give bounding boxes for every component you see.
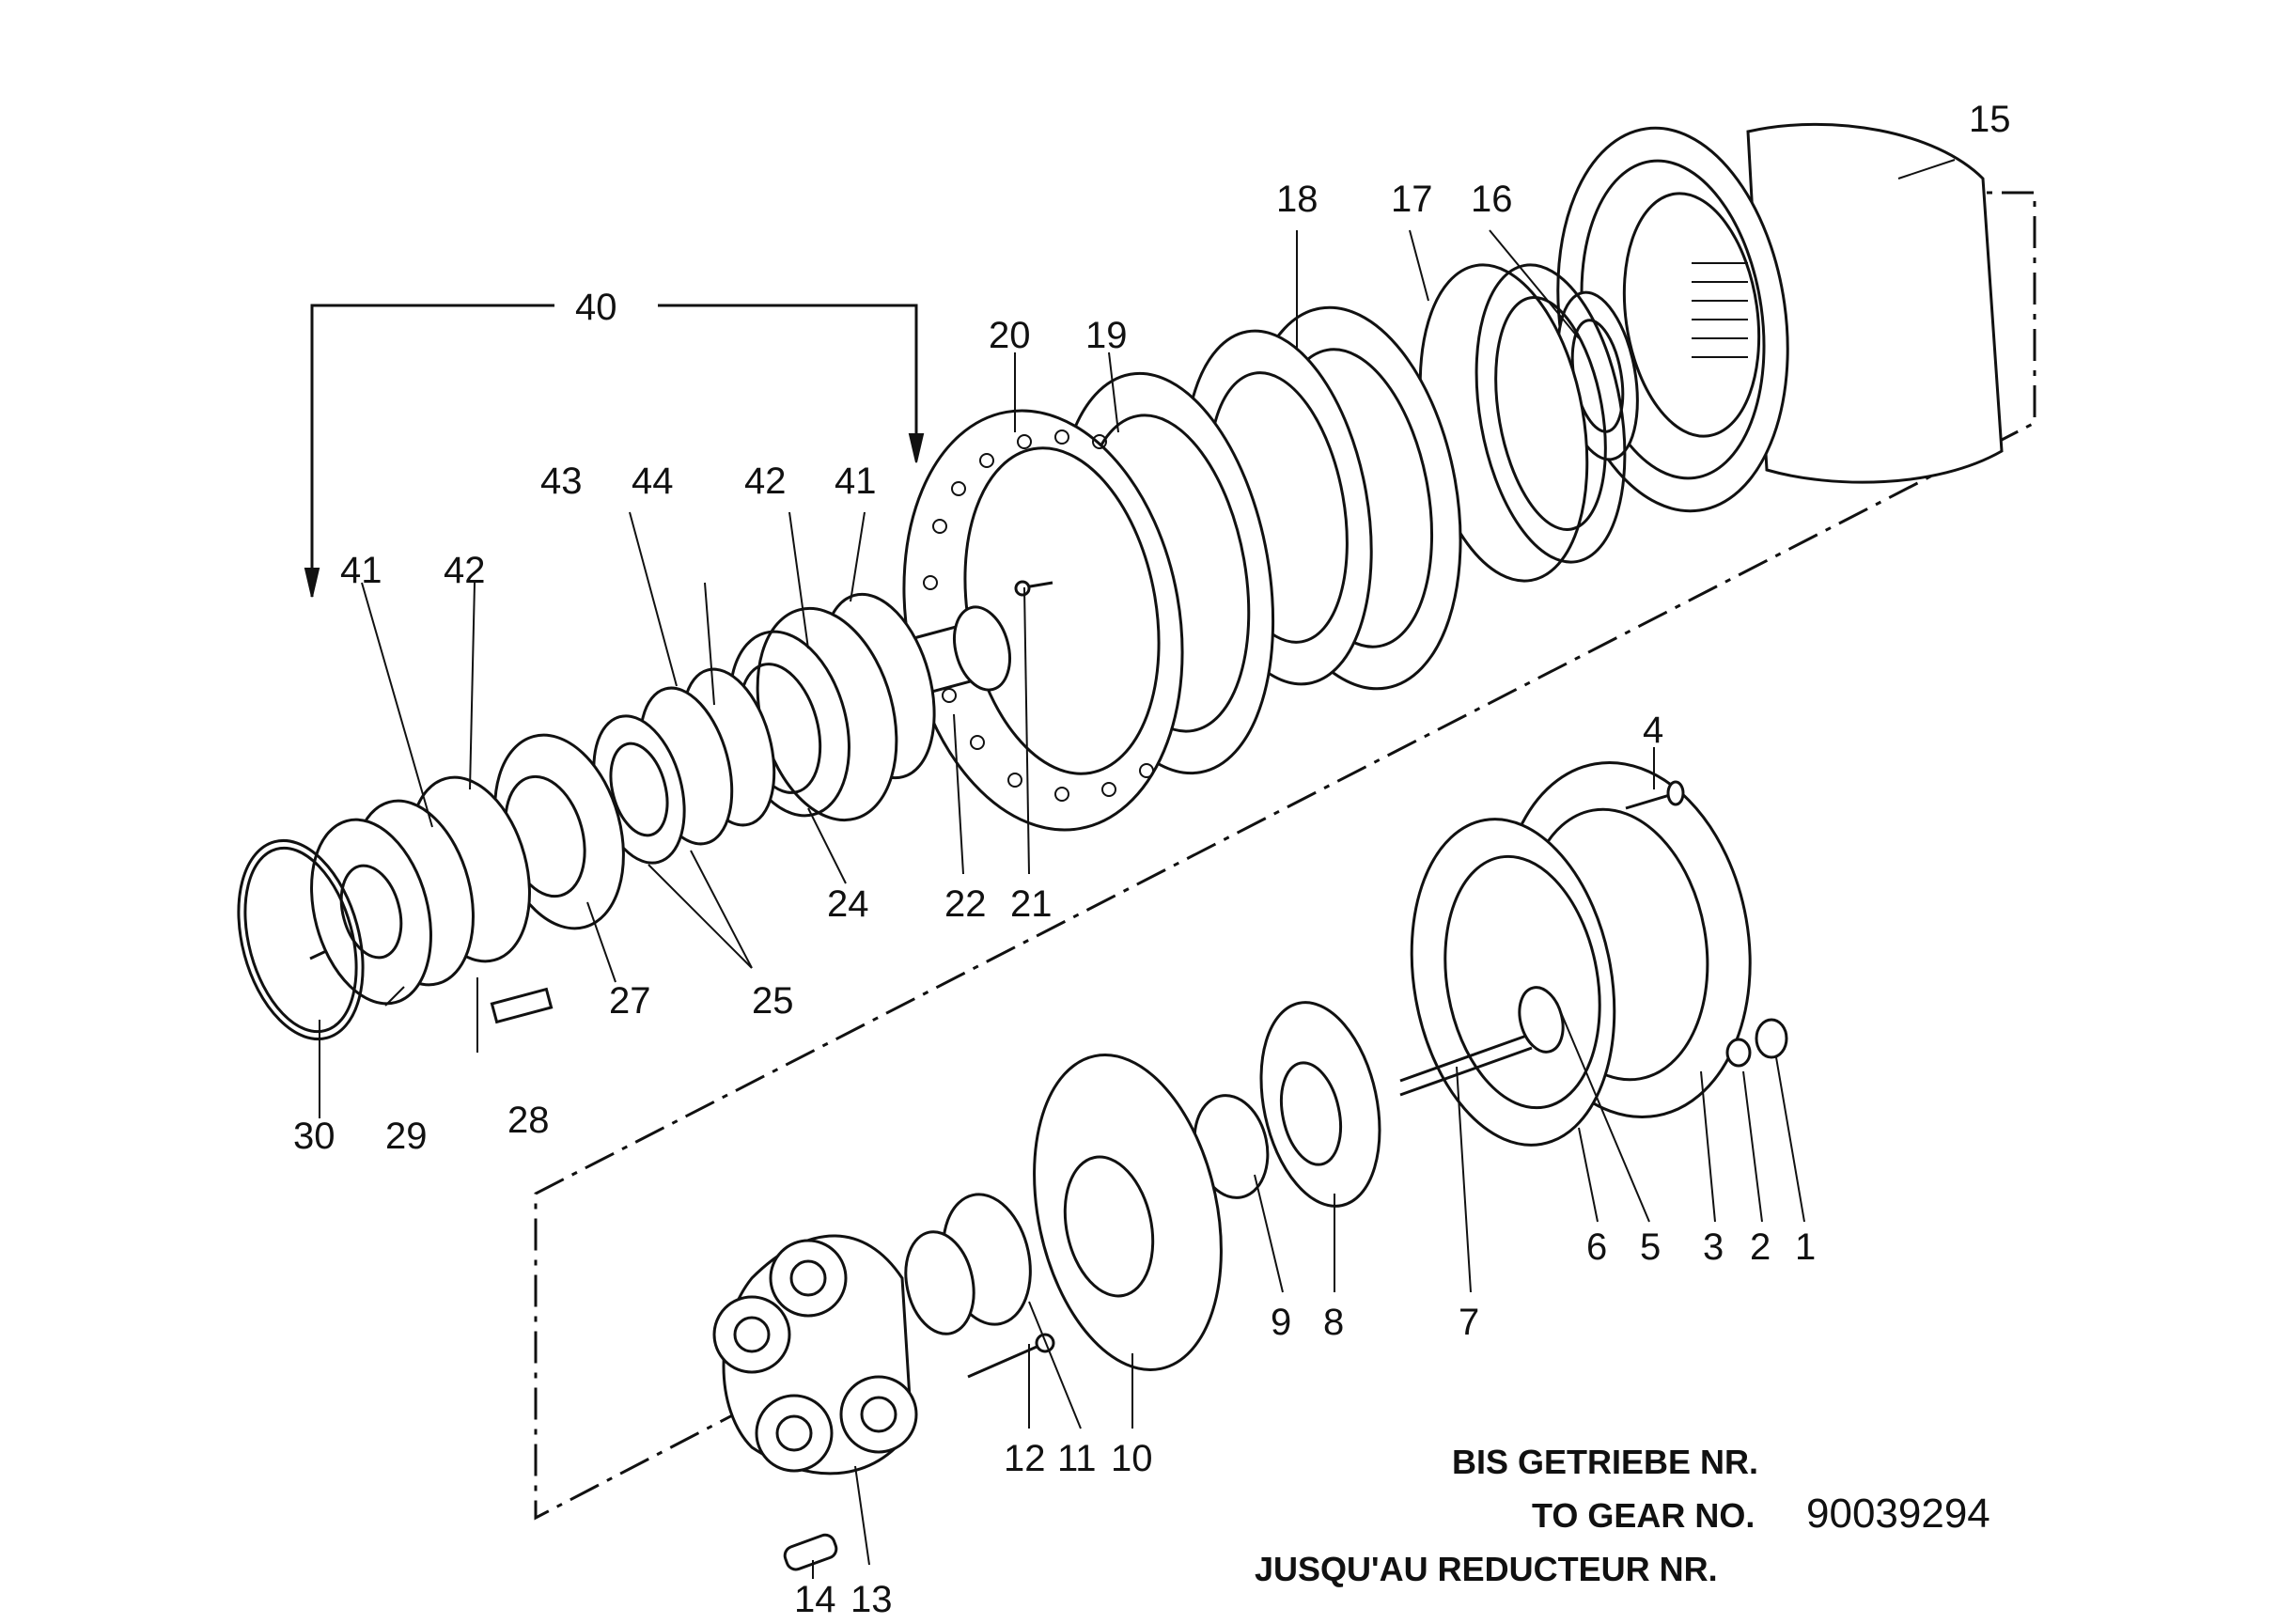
callout-21: 21 [1010, 883, 1053, 925]
callout-40: 40 [575, 287, 617, 328]
callout-11: 11 [1057, 1438, 1097, 1479]
part-11-gear [904, 1193, 1032, 1335]
callout-25: 25 [752, 980, 794, 1022]
callout-4: 4 [1643, 710, 1663, 751]
callout-3: 3 [1703, 1226, 1724, 1268]
callout-labels: 15 16 17 18 19 20 40 41 42 44 43 41 42 2… [293, 99, 2011, 1620]
callout-12: 12 [1004, 1438, 1046, 1479]
callout-42-upper: 42 [744, 461, 787, 502]
callout-17: 17 [1391, 179, 1433, 220]
part-12-pin [967, 1333, 1055, 1379]
callout-18: 18 [1276, 179, 1318, 220]
serial-note: BIS GETRIEBE NR. TO GEAR NO. 90039294 JU… [1255, 1443, 1990, 1588]
callout-14: 14 [794, 1579, 836, 1620]
part-24-bearing-set [728, 592, 936, 822]
callout-6: 6 [1586, 1226, 1607, 1268]
callout-24: 24 [827, 883, 869, 925]
callout-13: 13 [850, 1579, 893, 1620]
note-line-french: JUSQU'AU REDUCTEUR NR. [1255, 1550, 1718, 1588]
callout-44: 44 [632, 461, 674, 502]
part-28-key [490, 987, 554, 1024]
callout-8: 8 [1323, 1302, 1344, 1343]
callout-15: 15 [1969, 99, 2011, 140]
callout-20: 20 [989, 315, 1031, 356]
part-21-pin [1014, 580, 1053, 597]
part-30-snap-ring [237, 838, 365, 1041]
callout-41-lower: 41 [340, 550, 382, 591]
part-10-carrier [1033, 1054, 1223, 1371]
callout-22: 22 [944, 883, 987, 925]
part-8-carrier [1259, 1001, 1381, 1208]
callout-29: 29 [385, 1116, 428, 1157]
callout-27: 27 [609, 980, 651, 1022]
callout-5: 5 [1640, 1226, 1661, 1268]
part-1-2-screw [1725, 1018, 1788, 1068]
part-13-planet-carrier [712, 1234, 918, 1476]
callout-16: 16 [1471, 179, 1513, 220]
note-line-english: TO GEAR NO. [1532, 1496, 1755, 1535]
callout-19: 19 [1085, 315, 1128, 356]
part-4-bolt [1625, 780, 1685, 810]
callout-2: 2 [1750, 1226, 1771, 1268]
callout-7: 7 [1459, 1302, 1479, 1343]
callout-41-upper: 41 [835, 461, 877, 502]
note-gear-number: 90039294 [1806, 1491, 1990, 1537]
part-20-flange [902, 409, 1184, 832]
callout-1: 1 [1795, 1226, 1816, 1268]
callout-30: 30 [293, 1116, 335, 1157]
part-7-shaft [1399, 986, 1565, 1097]
part-14-pin [783, 1533, 838, 1571]
part-22-gear-shaft [910, 605, 1011, 694]
callout-9: 9 [1271, 1302, 1291, 1343]
part-6-ring [1410, 818, 1616, 1147]
callout-28: 28 [507, 1100, 550, 1141]
leader-lines [304, 159, 1956, 1579]
callout-43: 43 [540, 461, 583, 502]
note-line-german: BIS GETRIEBE NR. [1452, 1443, 1758, 1481]
callout-10: 10 [1111, 1438, 1153, 1479]
callout-42-lower: 42 [444, 550, 486, 591]
part-29-disc [310, 818, 432, 1006]
